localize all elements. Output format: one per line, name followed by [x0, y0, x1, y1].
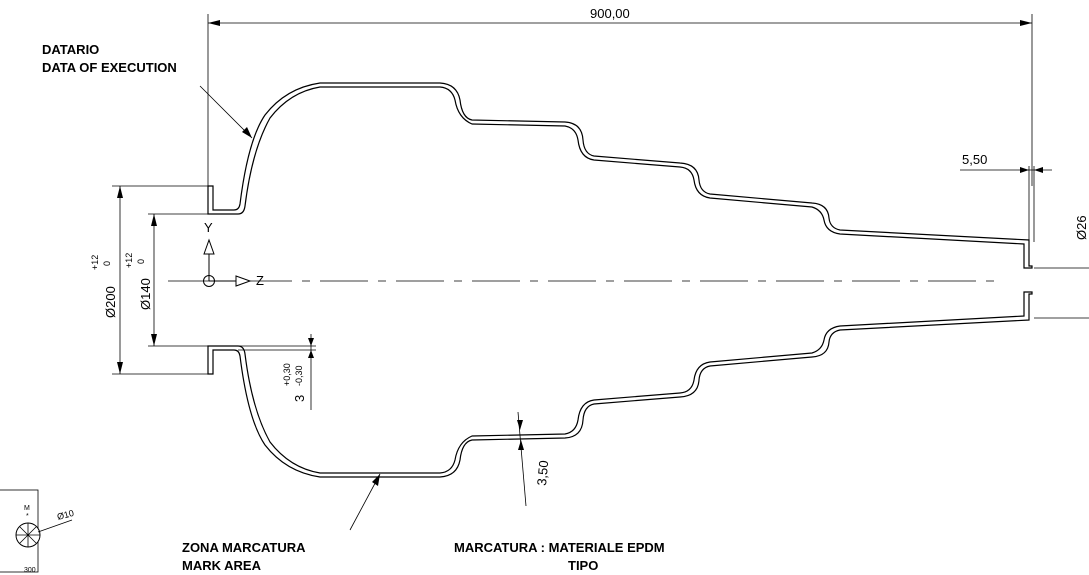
zona-marcatura-label: ZONA MARCATURA — [182, 540, 306, 555]
detail-value: 300 — [24, 567, 36, 574]
dimension-flange-thickness: 3 +0,30 -0,30 — [238, 334, 316, 410]
tol-140-lower: 0 — [136, 259, 146, 264]
diameter-140-value: Ø140 — [138, 278, 153, 310]
axis-marker: Y Z — [203, 220, 264, 288]
flange-thickness-value: 3 — [292, 395, 307, 402]
flange-tol-lower: -0,30 — [294, 365, 304, 386]
tol-200-lower: 0 — [102, 261, 112, 266]
diameter-200-value: Ø200 — [103, 286, 118, 318]
diameter-right-value: Ø26 — [1074, 215, 1089, 240]
dimension-diameter-200: Ø200 +12 0 — [90, 185, 208, 375]
part-wall-upper — [207, 82, 1033, 269]
thickness-right-value: 5,50 — [962, 152, 987, 167]
dimension-overall-length: 900,00 — [207, 6, 1033, 186]
datario-callout: DATARIO DATA OF EXECUTION — [42, 42, 253, 139]
axis-z-label: Z — [256, 273, 264, 288]
axis-y-label: Y — [204, 220, 213, 235]
marcatura-note: MARCATURA : MATERIALE EPDM TIPO — [454, 540, 665, 573]
detail-view: M * Ø10 300 — [0, 489, 75, 574]
detail-star: * — [26, 513, 29, 520]
wall-thickness-value: 3,50 — [534, 460, 551, 487]
tipo-label: TIPO — [568, 558, 598, 573]
dimension-wall-thickness: 3,50 — [517, 411, 551, 507]
mark-area-callout: ZONA MARCATURA MARK AREA — [182, 473, 381, 573]
tol-200-upper: +12 — [90, 255, 100, 270]
detail-letter: M — [24, 505, 30, 512]
flange-tol-upper: +0,30 — [282, 363, 292, 386]
dimension-right-diameter: Ø26 — [1034, 215, 1089, 319]
overall-length-value: 900,00 — [590, 6, 630, 21]
dimension-diameter-140: Ø140 +12 0 — [124, 213, 208, 347]
hole-diameter-value: Ø10 — [56, 508, 75, 522]
datario-label: DATARIO — [42, 42, 99, 57]
part-wall-lower — [207, 291, 1033, 478]
data-of-execution-label: DATA OF EXECUTION — [42, 60, 177, 75]
dimension-right-thickness: 5,50 — [960, 152, 1052, 242]
mark-area-label: MARK AREA — [182, 558, 262, 573]
tol-140-upper: +12 — [124, 253, 134, 268]
marcatura-label: MARCATURA : MATERIALE EPDM — [454, 540, 665, 555]
